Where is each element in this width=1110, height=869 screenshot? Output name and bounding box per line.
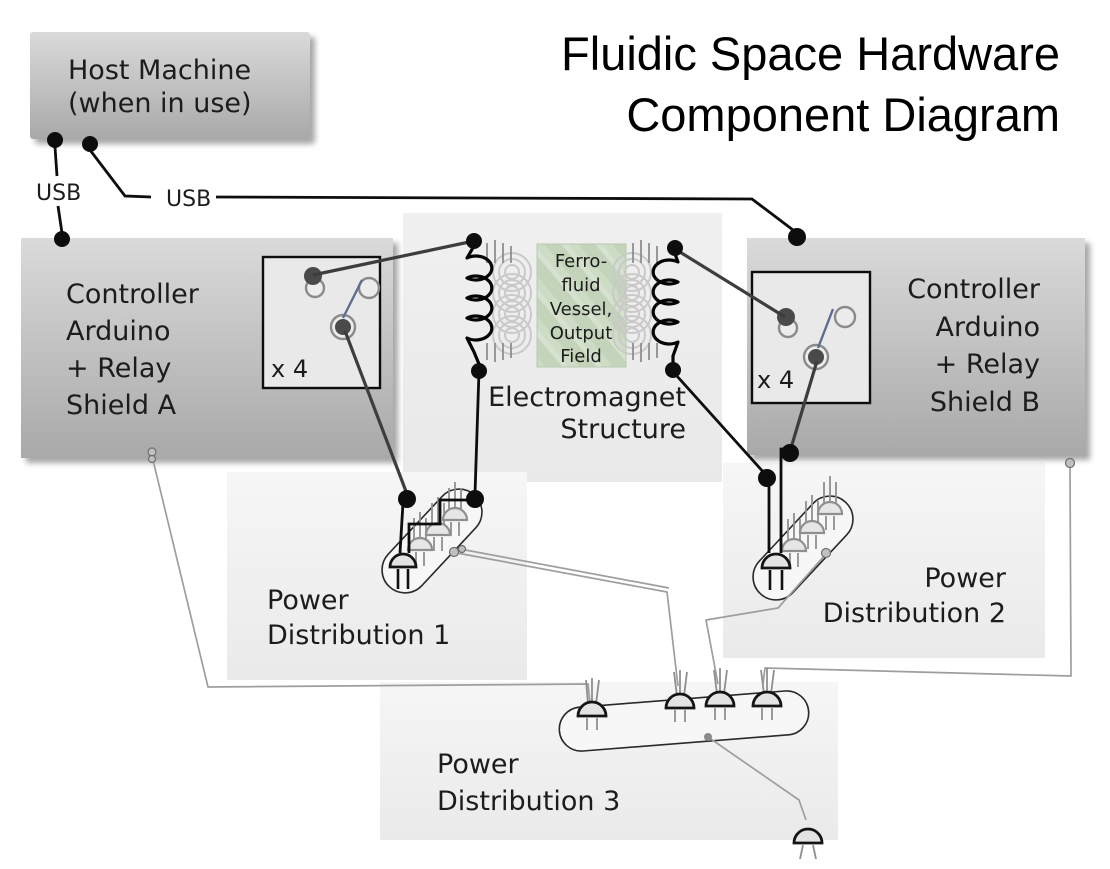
relay-b-open-contact (833, 305, 857, 329)
strip1-step-wire (407, 498, 473, 553)
shield-b-label-line1: Controller (907, 274, 1041, 305)
strip3-cord-connector (704, 733, 712, 741)
power-distribution-1-label-line1: Power (267, 585, 350, 616)
relay-b-to-coil-wire (674, 247, 786, 319)
relay-b-common-pole (808, 349, 824, 365)
relay-a-to-coil-wire (312, 239, 475, 277)
strip1-plug-prongs (396, 569, 410, 589)
vessel-label-line2: fluid (561, 275, 600, 296)
power-distribution-3-label-line1: Power (437, 749, 520, 780)
strip1-drop-wire (398, 502, 405, 554)
strip3-socket-pins (585, 668, 775, 730)
usb-cable-b-lower (215, 195, 798, 235)
power-distribution-2-label-line1: Power (924, 563, 1007, 594)
relay-symbol-a (261, 255, 382, 390)
cord-shield-b-to-strip3 (762, 466, 1072, 685)
usb-label-b: USB (166, 187, 211, 212)
relay-a-closed-contact (304, 267, 322, 285)
shield-b-label-line4: Shield B (930, 387, 1040, 418)
field-lines-right (612, 240, 658, 362)
shield-a-label-line4: Shield A (66, 390, 177, 421)
electromagnet-coil-left (465, 245, 494, 365)
cord-connectors (147, 447, 1076, 741)
power-distribution-2-label-line2: Distribution 2 (823, 598, 1006, 629)
outlet-plug-icon (441, 506, 469, 522)
relay-b-common-wire (789, 360, 819, 449)
power-cords (151, 455, 1072, 821)
strip2-plug-prongs (768, 570, 784, 590)
relay-a-common-wire (343, 330, 409, 495)
vessel-label-line1: Ferro- (555, 251, 607, 272)
page-title-line2: Component Diagram (626, 88, 1060, 141)
coil-core-pins-left (486, 240, 512, 362)
relay-a-armature (341, 279, 364, 319)
electromagnet-coil-right (651, 253, 680, 364)
plugged-plug-icon (664, 692, 696, 710)
shield-b-label-line3: + Relay (935, 349, 1040, 380)
power-strip-1-plugs (388, 482, 469, 589)
loose-plug-icon (792, 827, 824, 845)
power-distribution-1-label-line2: Distribution 1 (267, 620, 450, 651)
plugged-plug-icon (388, 552, 418, 569)
usb-label-a: USB (36, 181, 81, 206)
outlet-plug-icon (816, 500, 844, 516)
outlet-plug-icon (780, 537, 808, 553)
shield-a-label-line1: Controller (66, 279, 200, 310)
relay-b-multiplier-label: x 4 (757, 366, 794, 394)
relay-a-multiplier-label: x 4 (271, 355, 308, 383)
ferrofluid-vessel-box (536, 243, 627, 368)
shield-a-label-line2: Arduino (66, 316, 170, 347)
loose-plug-prongs (799, 844, 817, 860)
shield-b-label-line2: Arduino (936, 312, 1040, 343)
host-machine-box (30, 32, 310, 139)
plugged-plug-icon (576, 700, 608, 718)
usb-cable-a-upper (53, 146, 59, 177)
shield-a-label-line3: + Relay (66, 353, 171, 384)
coil-core-pins-right (632, 240, 658, 362)
cord-strip1-strand (459, 548, 670, 589)
host-machine-label-line2: (when in use) (68, 88, 252, 119)
cord-strip1-to-strip3 (456, 552, 679, 687)
outlet-plug-icon (798, 519, 826, 535)
cord-strip3-to-loose-plug (707, 736, 807, 821)
power-strip-2-plugs (760, 476, 844, 590)
junction-dots (47, 132, 806, 508)
vessel-label-line3: Vessel, (550, 299, 613, 320)
usb-cable-a-lower (56, 205, 64, 234)
host-machine-label-line1: Host Machine (68, 55, 251, 86)
relay-b-armature (816, 308, 835, 349)
coil-left-to-strip1-wire (473, 370, 481, 495)
plugged-plug-icon (760, 552, 792, 570)
vessel-label-line4: Output (550, 323, 613, 344)
wiring (53, 146, 819, 554)
usb-cable-b-upper (88, 149, 152, 199)
electromagnet-label-line1: Electromagnet (488, 382, 686, 413)
page-title-line1: Fluidic Space Hardware (561, 27, 1060, 80)
loose-plug (792, 827, 824, 860)
cord-strip2-to-strip3 (705, 553, 827, 685)
relay-b-closed-contact (777, 308, 795, 326)
power-strip-3-plugs (576, 668, 783, 730)
electromagnet-label-line2: Structure (560, 414, 686, 445)
coil-right-to-strip2-wire (674, 374, 768, 476)
plugged-plug-icon (704, 690, 736, 708)
vessel-label-line5: Field (560, 346, 602, 367)
power-distribution-3-label-line2: Distribution 3 (437, 786, 620, 817)
plugged-plug-icon (751, 690, 783, 708)
cord-shield-a-to-strip3 (151, 455, 591, 703)
relay-a-common-pole (335, 319, 351, 335)
field-lines-left (486, 240, 532, 362)
